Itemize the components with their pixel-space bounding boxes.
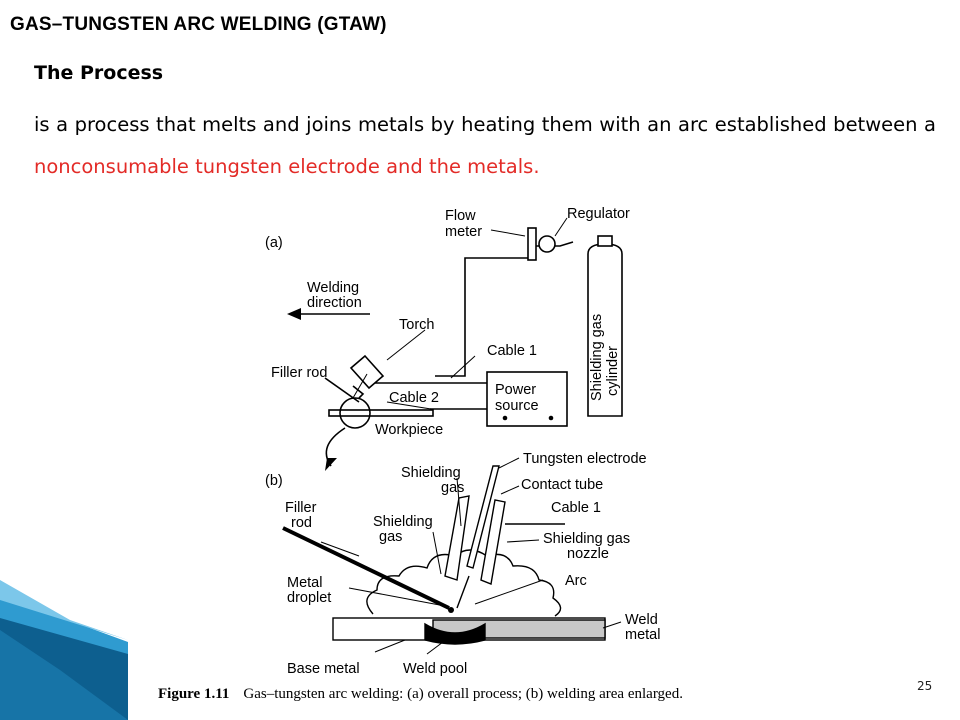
shielding-gas-left-label-2: gas bbox=[379, 529, 402, 545]
metal-droplet-label-2: droplet bbox=[287, 590, 331, 606]
base-metal-label: Base metal bbox=[287, 661, 360, 677]
regulator-label: Regulator bbox=[567, 206, 630, 222]
figure-caption-label: Figure 1.11 bbox=[158, 686, 230, 702]
contact-tube-label: Contact tube bbox=[521, 477, 603, 493]
filler-rod-label-a: Filler rod bbox=[271, 365, 327, 381]
shielding-gas-left-label-1: Shielding bbox=[373, 514, 433, 530]
arc-label: Arc bbox=[565, 573, 587, 589]
welding-direction-label-2: direction bbox=[307, 295, 362, 311]
figure-caption: Figure 1.11 Gas–tungsten arc welding: (a)… bbox=[158, 686, 683, 703]
panel-b-label: (b) bbox=[265, 473, 283, 489]
shielding-gas-top-label-2: gas bbox=[441, 480, 464, 496]
power-source-label-2: source bbox=[495, 398, 539, 414]
page-number: 25 bbox=[917, 679, 933, 693]
cylinder-label-2: cylinder bbox=[605, 346, 621, 396]
power-source-label-1: Power bbox=[495, 382, 536, 398]
body-text-plain: is a process that melts and joins metals… bbox=[34, 113, 936, 136]
nozzle-label-2: nozzle bbox=[567, 546, 609, 562]
cylinder-label-1: Shielding gas bbox=[589, 314, 605, 401]
torch-label: Torch bbox=[399, 317, 434, 333]
weld-pool-label: Weld pool bbox=[403, 661, 467, 677]
cable1-label-a: Cable 1 bbox=[487, 343, 537, 359]
body-text-highlight: nonconsumable tungsten electrode and the… bbox=[34, 155, 540, 178]
slide-title: GAS–TUNGSTEN ARC WELDING (GTAW) bbox=[10, 14, 387, 35]
section-heading: The Process bbox=[34, 62, 164, 84]
flow-meter-label-2: meter bbox=[445, 224, 482, 240]
welding-direction-label-1: Welding bbox=[307, 280, 359, 296]
corner-decoration bbox=[0, 580, 128, 720]
filler-rod-label-b-2: rod bbox=[291, 515, 312, 531]
cable2-label: Cable 2 bbox=[389, 390, 439, 406]
figure-caption-text: Gas–tungsten arc welding: (a) overall pr… bbox=[243, 686, 683, 702]
weld-metal-label-1: Weld bbox=[625, 612, 658, 628]
weld-metal-label-2: metal bbox=[625, 627, 660, 643]
cable1-label-b: Cable 1 bbox=[551, 500, 601, 516]
metal-droplet-label-1: Metal bbox=[287, 575, 322, 591]
tungsten-electrode-label: Tungsten electrode bbox=[523, 451, 647, 467]
flow-meter-label-1: Flow bbox=[445, 208, 476, 224]
body-paragraph: is a process that melts and joins metals… bbox=[34, 104, 936, 188]
filler-rod-label-b-1: Filler bbox=[285, 500, 317, 516]
gtaw-diagram: (a) Flow meter Regulator Welding directi… bbox=[265, 206, 660, 677]
workpiece-label: Workpiece bbox=[375, 422, 443, 438]
shielding-gas-top-label-1: Shielding bbox=[401, 465, 461, 481]
nozzle-label-1: Shielding gas bbox=[543, 531, 630, 547]
panel-a-label: (a) bbox=[265, 235, 283, 251]
